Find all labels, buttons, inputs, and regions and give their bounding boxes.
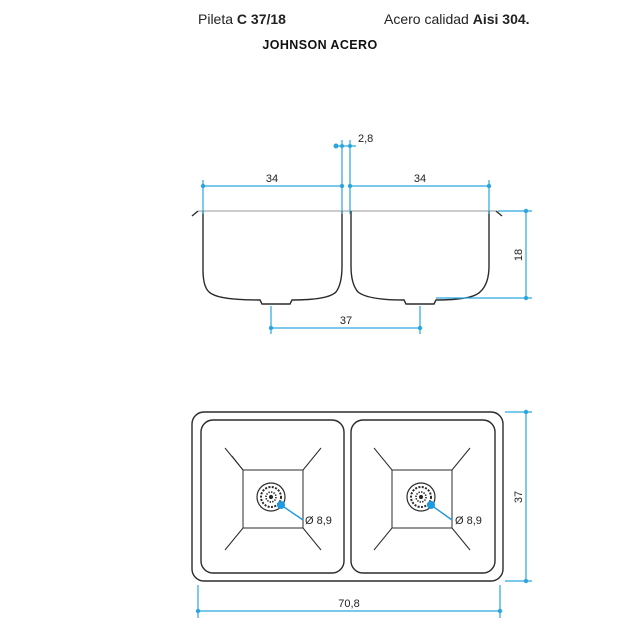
side-view bbox=[191, 210, 503, 305]
right-drain-strainer bbox=[406, 482, 436, 512]
material-title: Acero calidad Aisi 304. bbox=[384, 11, 530, 27]
depth-label: 18 bbox=[513, 249, 525, 261]
left-bowl-detail bbox=[224, 447, 322, 551]
left-bowl-profile bbox=[202, 211, 343, 305]
top-view-dimensions bbox=[195, 409, 532, 618]
product-prefix: Pileta bbox=[198, 11, 234, 27]
right-drain-diameter-label: Ø 8,9 bbox=[455, 515, 482, 527]
left-drain-square bbox=[242, 469, 304, 529]
right-drain-callout bbox=[427, 501, 453, 521]
left-bowl-outline bbox=[200, 419, 345, 574]
product-title: Pileta C 37/18 bbox=[198, 11, 286, 27]
brand-name: JOHNSON ACERO bbox=[262, 38, 378, 52]
right-bowl-width-label: 34 bbox=[414, 173, 426, 185]
right-drain-square bbox=[391, 469, 453, 529]
left-drain-diameter-label: Ø 8,9 bbox=[305, 515, 332, 527]
top-view bbox=[191, 411, 504, 582]
bottom-width-label: 37 bbox=[340, 315, 352, 327]
overall-width-label: 70,8 bbox=[338, 598, 359, 610]
side-view-dimensions bbox=[200, 140, 532, 334]
overall-depth-label: 37 bbox=[513, 491, 525, 503]
left-drain-callout bbox=[277, 501, 304, 521]
divider-width-label: 2,8 bbox=[358, 133, 373, 145]
left-drain-strainer bbox=[256, 482, 286, 512]
left-bowl-width-label: 34 bbox=[266, 173, 278, 185]
material-prefix: Acero calidad bbox=[384, 11, 469, 27]
sink-outer-frame bbox=[191, 411, 504, 582]
right-bowl-profile bbox=[350, 211, 490, 305]
product-model: C 37/18 bbox=[236, 11, 286, 27]
material-grade: Aisi 304. bbox=[472, 11, 530, 27]
right-bowl-detail bbox=[373, 447, 471, 551]
right-bowl-outline bbox=[350, 419, 496, 574]
right-rim-hook bbox=[495, 210, 503, 217]
left-rim-hook bbox=[191, 210, 199, 217]
